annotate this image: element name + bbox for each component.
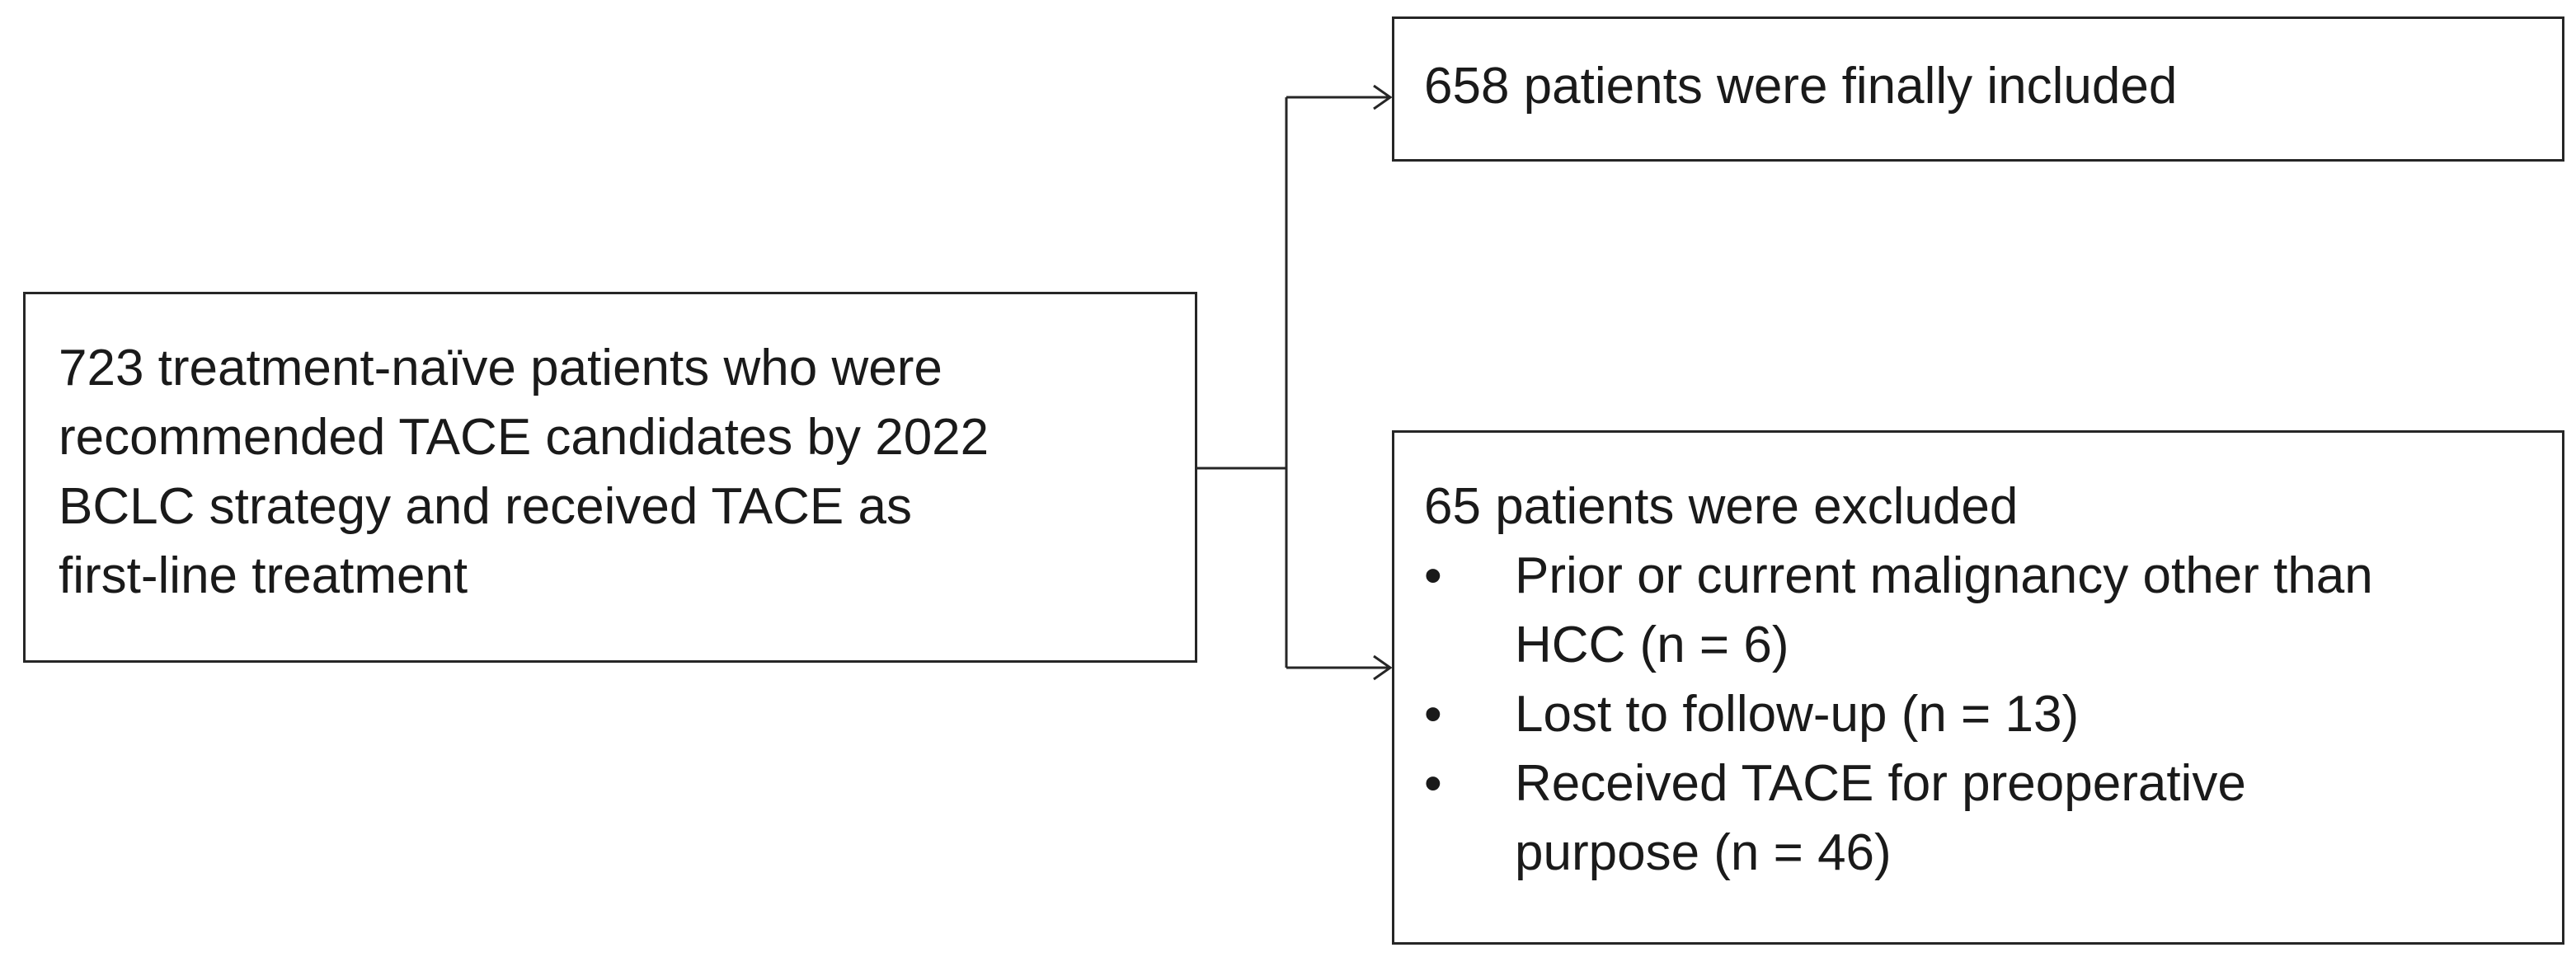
exclusion-item-line: purpose (n = 46) bbox=[1515, 824, 1892, 881]
source-box: 723 treatment-naïve patients who were re… bbox=[23, 292, 1197, 663]
bullet-icon: • bbox=[1424, 686, 1442, 743]
source-line: first-line treatment bbox=[59, 547, 468, 604]
bullet-icon: • bbox=[1424, 755, 1442, 812]
exclusion-item-line: Received TACE for preoperative bbox=[1515, 755, 2246, 812]
included-box: 658 patients were finally included bbox=[1392, 16, 2564, 162]
exclusion-item-line: HCC (n = 6) bbox=[1515, 617, 1789, 673]
bullet-icon: • bbox=[1424, 547, 1442, 604]
exclusion-item: • Received TACE for preoperative purpose… bbox=[1424, 749, 2532, 888]
included-text: 658 patients were finally included bbox=[1424, 58, 2178, 115]
exclusion-item-line: Lost to follow-up (n = 13) bbox=[1515, 686, 2080, 743]
source-line: 723 treatment-naïve patients who were bbox=[59, 340, 942, 396]
exclusion-item: • Lost to follow-up (n = 13) bbox=[1424, 680, 2532, 749]
excluded-box: 65 patients were excluded • Prior or cur… bbox=[1392, 430, 2564, 945]
included-arrowhead bbox=[1373, 84, 1393, 110]
excluded-heading: 65 patients were excluded bbox=[1424, 478, 2019, 535]
source-line: recommended TACE candidates by 2022 bbox=[59, 409, 990, 466]
excluded-arrowhead bbox=[1373, 654, 1393, 681]
exclusion-item-line: Prior or current malignancy other than bbox=[1515, 547, 2373, 604]
exclusion-item: • Prior or current malignancy other than… bbox=[1424, 542, 2532, 680]
source-line: BCLC strategy and received TACE as bbox=[59, 478, 912, 535]
exclusion-reasons-list: • Prior or current malignancy other than… bbox=[1424, 542, 2532, 888]
